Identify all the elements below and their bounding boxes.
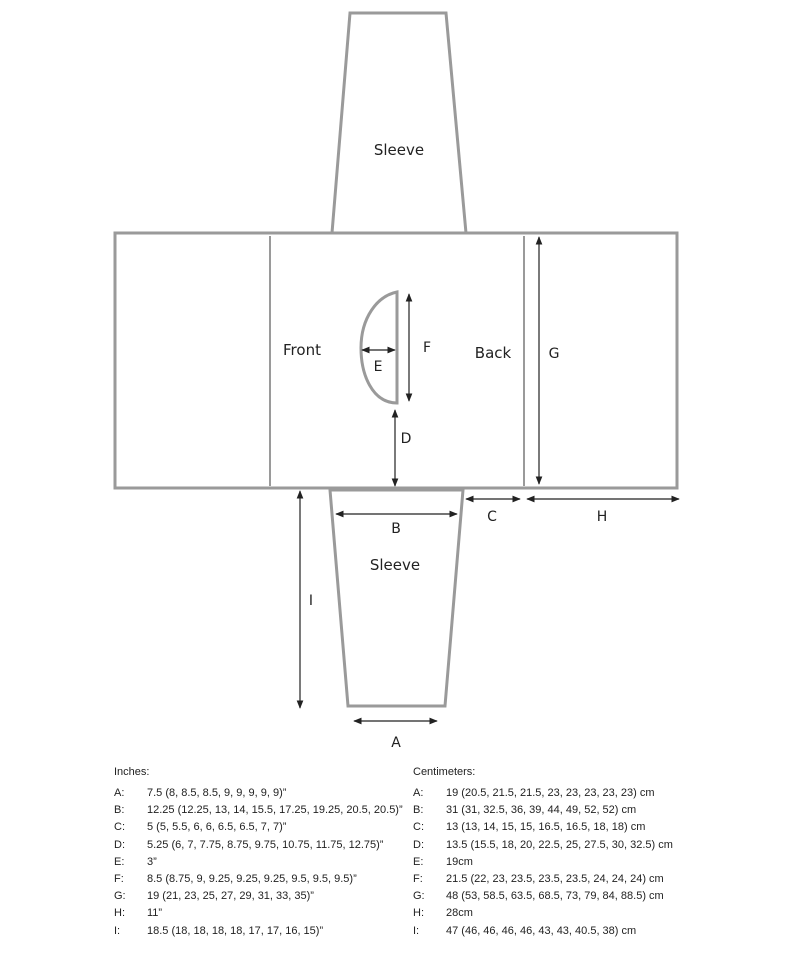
row-value: 11” xyxy=(147,907,163,920)
sleeve-top-shape xyxy=(330,11,468,235)
dimension-g-label: G xyxy=(549,346,560,362)
row-key: I: xyxy=(413,924,420,937)
dimension-f-label: F xyxy=(423,340,431,356)
row-value: 47 (46, 46, 46, 46, 43, 43, 40.5, 38) cm xyxy=(446,924,637,937)
row-value: 8.5 (8.75, 9, 9.25, 9.25, 9.25, 9.5, 9.5… xyxy=(147,872,357,885)
row-key: G: xyxy=(114,890,126,903)
table-row: H: 11” xyxy=(114,905,403,922)
row-value: 13 (13, 14, 15, 15, 16.5, 16.5, 18, 18) … xyxy=(446,821,646,834)
row-value: 7.5 (8, 8.5, 8.5, 9, 9, 9, 9, 9)” xyxy=(147,787,287,799)
row-key: D: xyxy=(413,838,424,851)
sleeve-bottom-label: Sleeve xyxy=(370,556,420,574)
table-row: F: 8.5 (8.75, 9, 9.25, 9.25, 9.25, 9.5, 9… xyxy=(114,871,403,888)
row-value: 5.25 (6, 7, 7.75, 8.75, 9.75, 10.75, 11.… xyxy=(147,838,384,851)
row-value: 48 (53, 58.5, 63.5, 68.5, 73, 79, 84, 88… xyxy=(446,890,664,903)
table-row: D: 5.25 (6, 7, 7.75, 8.75, 9.75, 10.75, 1… xyxy=(114,837,403,854)
row-key: G: xyxy=(413,890,425,903)
table-row: E: 19cm xyxy=(413,854,673,871)
sleeve-bottom-shape xyxy=(328,488,465,708)
row-key: E: xyxy=(413,855,424,868)
row-value: 12.25 (12.25, 13, 14, 15.5, 17.25, 19.25… xyxy=(147,804,403,817)
row-key: F: xyxy=(413,872,423,885)
row-key: H: xyxy=(413,907,424,920)
row-value: 3” xyxy=(147,855,157,868)
dimension-b-label: B xyxy=(391,521,401,537)
row-value: 19 (21, 23, 25, 27, 29, 31, 33, 35)” xyxy=(147,890,314,903)
table-row: C: 13 (13, 14, 15, 15, 16.5, 16.5, 18, 18… xyxy=(413,819,673,836)
row-key: B: xyxy=(413,804,424,817)
dimension-i-label: I xyxy=(309,593,313,609)
table-row: E: 3” xyxy=(114,854,403,871)
inches-heading: Inches: xyxy=(114,766,150,778)
row-key: A: xyxy=(413,787,424,799)
table-row: D: 13.5 (15.5, 18, 20, 22.5, 25, 27.5, 30… xyxy=(413,837,673,854)
row-value: 21.5 (22, 23, 23.5, 23.5, 23.5, 24, 24, … xyxy=(446,872,664,885)
table-row: C: 5 (5, 5.5, 6, 6, 6.5, 6.5, 7, 7)” xyxy=(114,819,403,836)
sleeve-top-label: Sleeve xyxy=(374,141,424,159)
row-value: 13.5 (15.5, 18, 20, 22.5, 25, 27.5, 30, … xyxy=(446,838,673,851)
row-value: 19cm xyxy=(446,855,473,868)
row-value: 19 (20.5, 21.5, 21.5, 23, 23, 23, 23, 23… xyxy=(446,787,655,799)
row-value: 28cm xyxy=(446,907,473,920)
row-key: C: xyxy=(114,821,125,834)
row-value: 5 (5, 5.5, 6, 6, 6.5, 6.5, 7, 7)” xyxy=(147,821,287,834)
front-label: Front xyxy=(283,341,321,359)
table-row: G: 19 (21, 23, 25, 27, 29, 31, 33, 35)” xyxy=(114,888,403,905)
schematic-diagram: Sleeve Front Back Sleeve F E D G B C H I… xyxy=(113,11,680,751)
table-row: H: 28cm xyxy=(413,905,673,922)
neck-opening-shape xyxy=(359,290,399,405)
row-key: H: xyxy=(114,907,125,920)
body-outline xyxy=(113,231,679,490)
table-row: G: 48 (53, 58.5, 63.5, 68.5, 73, 79, 84, … xyxy=(413,888,673,905)
table-row: F: 21.5 (22, 23, 23.5, 23.5, 23.5, 24, 24… xyxy=(413,871,673,888)
row-key: A: xyxy=(114,787,125,799)
table-row: I: 47 (46, 46, 46, 46, 43, 43, 40.5, 38) … xyxy=(413,923,673,940)
centimeters-table: Centimeters: A: 19 (20.5, 21.5, 21.5, 23,… xyxy=(413,766,673,940)
back-label: Back xyxy=(475,344,512,362)
table-row: A: 7.5 (8, 8.5, 8.5, 9, 9, 9, 9, 9)” xyxy=(114,785,403,802)
dimension-a-label: A xyxy=(391,735,401,751)
row-key: I: xyxy=(114,924,121,937)
table-row: B: 12.25 (12.25, 13, 14, 15.5, 17.25, 19.… xyxy=(114,802,403,819)
table-row: B: 31 (31, 32.5, 36, 39, 44, 49, 52, 52) … xyxy=(413,802,673,819)
row-key: B: xyxy=(114,804,125,817)
row-key: E: xyxy=(114,855,125,868)
row-key: C: xyxy=(413,821,424,834)
dimension-h-label: H xyxy=(597,509,608,525)
row-key: D: xyxy=(114,838,125,851)
table-row: I: 18.5 (18, 18, 18, 18, 17, 17, 16, 15)” xyxy=(114,923,403,940)
dimension-c-label: C xyxy=(487,509,497,525)
table-row: A: 19 (20.5, 21.5, 21.5, 23, 23, 23, 23, … xyxy=(413,785,673,802)
row-key: F: xyxy=(114,872,124,885)
dimension-e-label: E xyxy=(374,359,383,375)
centimeters-heading: Centimeters: xyxy=(413,766,476,778)
dimension-d-label: D xyxy=(401,431,412,447)
row-value: 31 (31, 32.5, 36, 39, 44, 49, 52, 52) cm xyxy=(446,804,637,817)
inches-table: Inches: A: 7.5 (8, 8.5, 8.5, 9, 9, 9, 9, … xyxy=(114,766,403,940)
row-value: 18.5 (18, 18, 18, 18, 17, 17, 16, 15)” xyxy=(147,924,324,937)
